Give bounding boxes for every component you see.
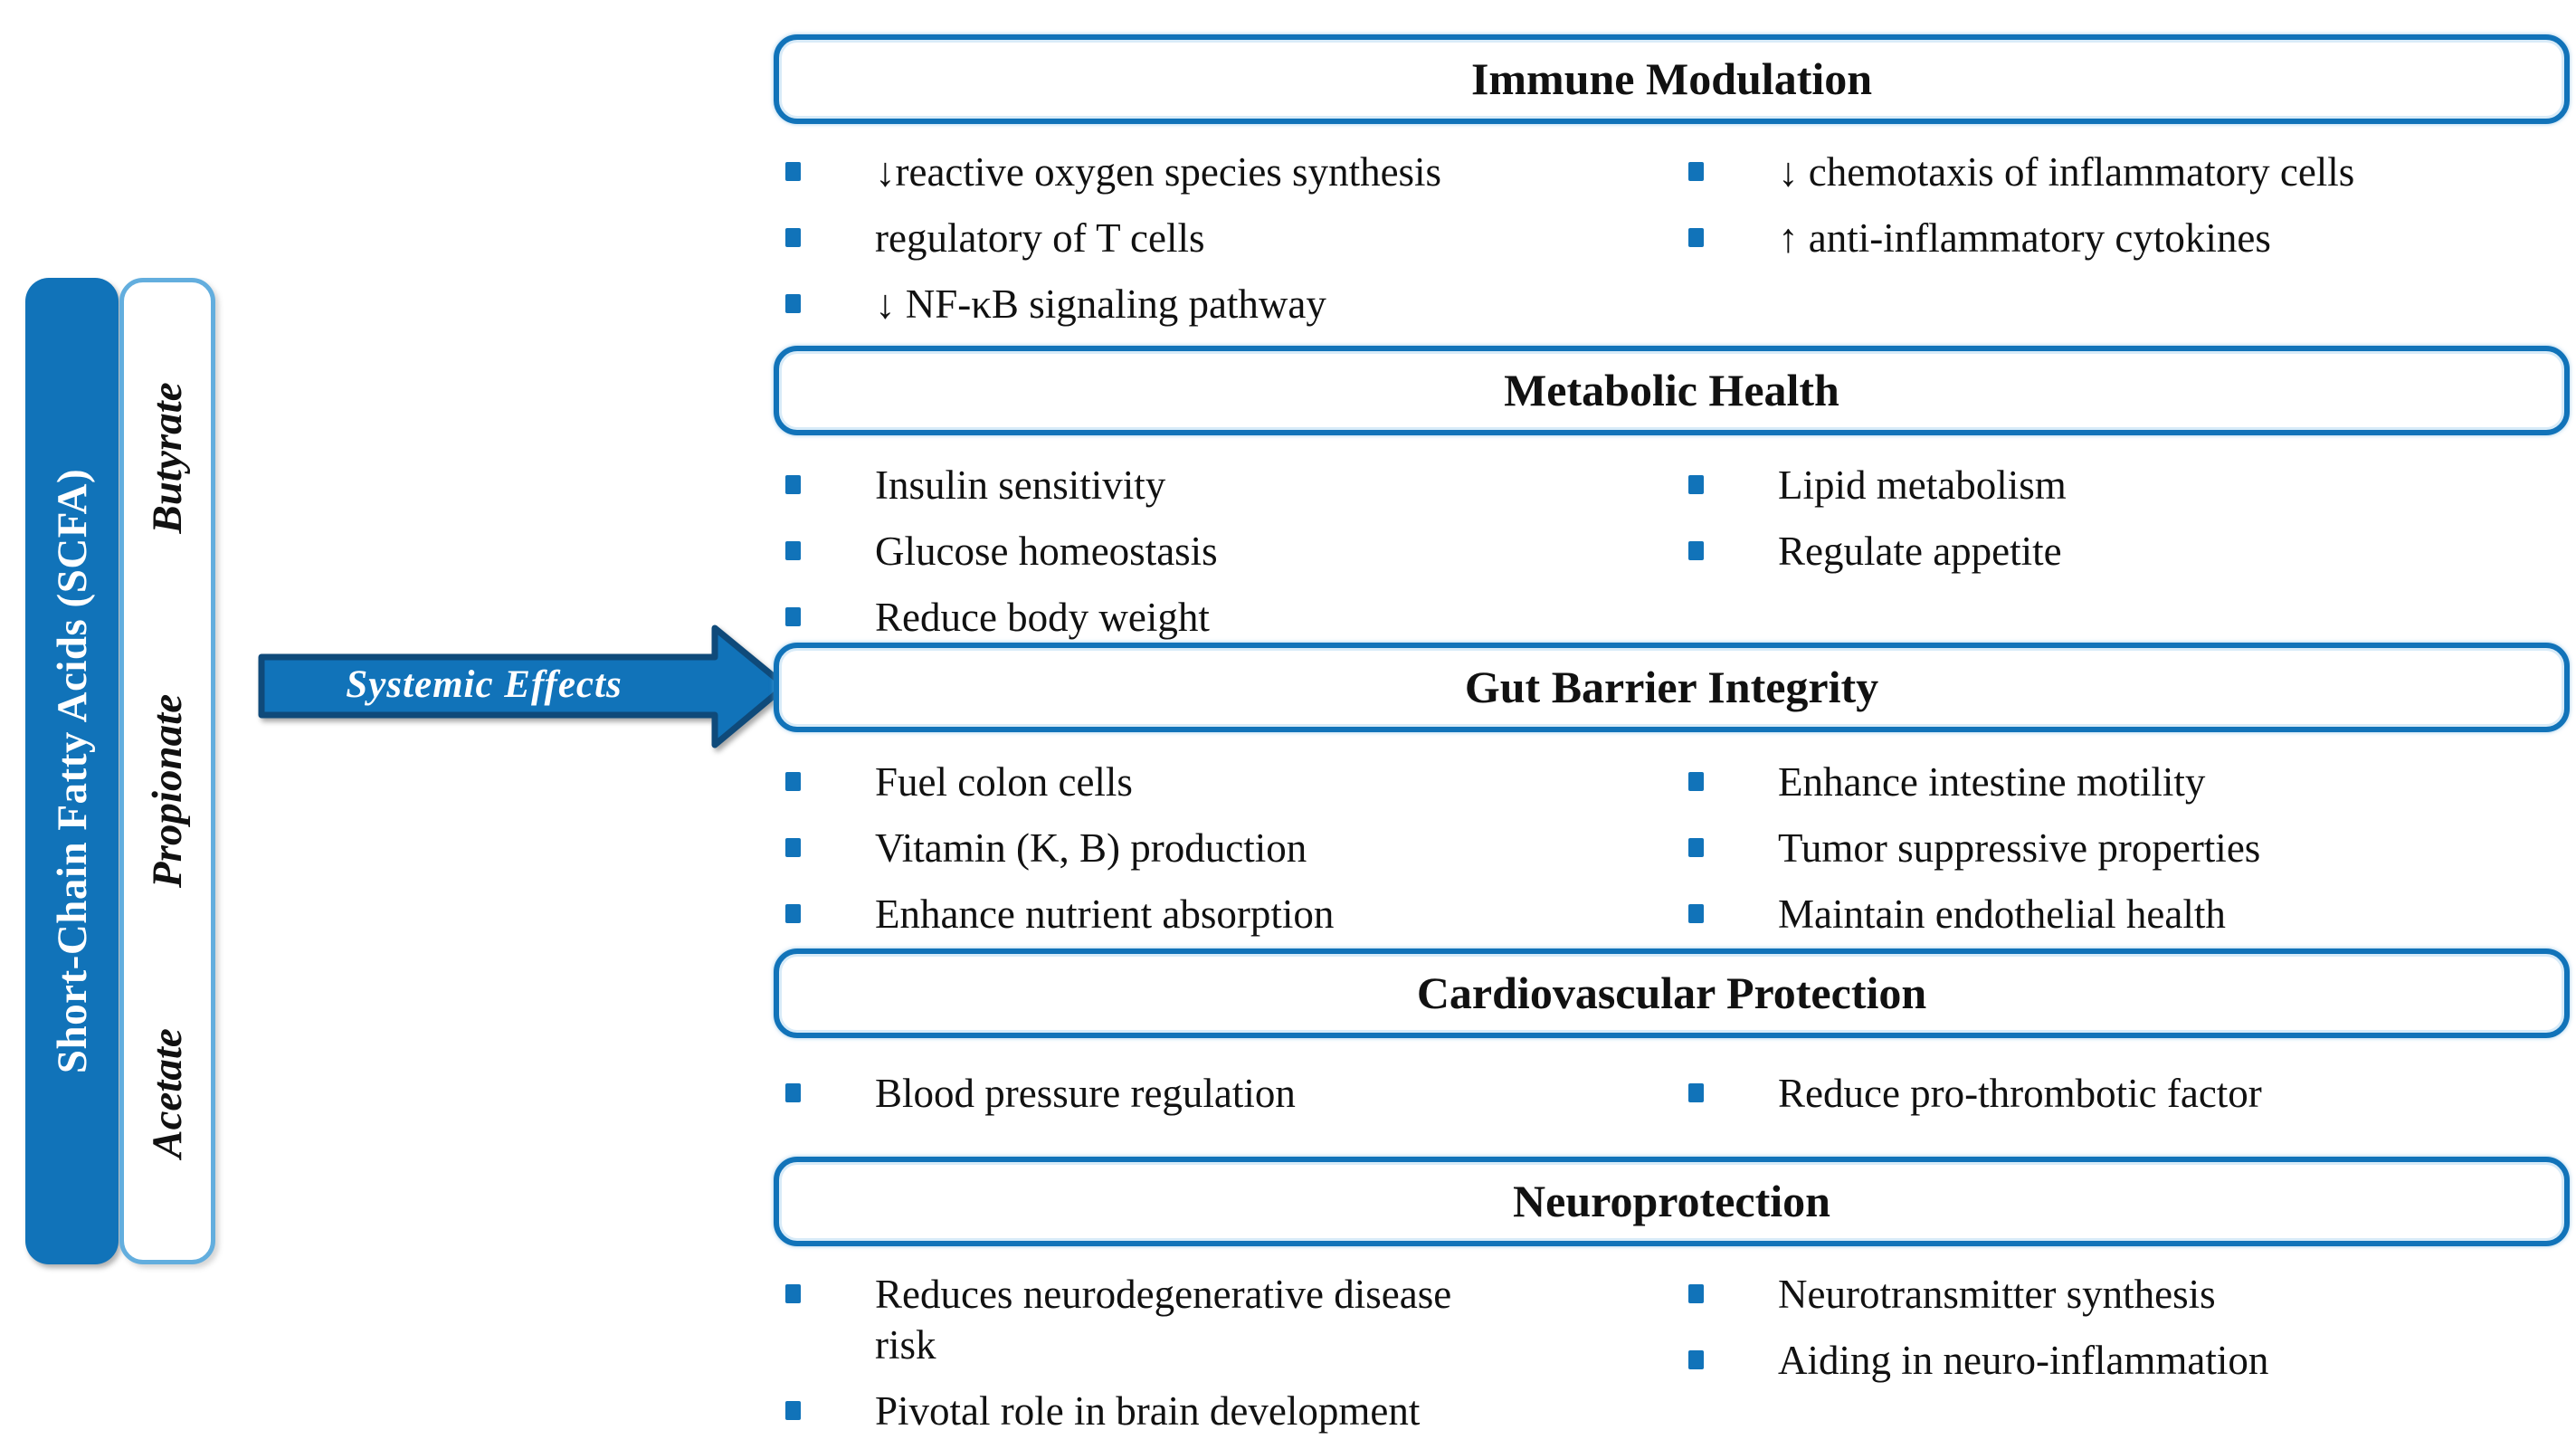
immune-modulation-right-list: ↓ chemotaxis of inflammatory cells ↑ ant…	[1688, 147, 2571, 279]
bullet-square-icon	[1688, 475, 1704, 494]
list-item-text: ↓reactive oxygen species synthesis	[875, 149, 1442, 195]
bullet-square-icon	[1688, 1083, 1704, 1102]
bullet-square-icon	[785, 475, 801, 494]
list-item: Maintain endothelial health	[1688, 889, 2571, 939]
bullet-square-icon	[785, 904, 801, 923]
list-item: Reduce pro-thrombotic factor	[1688, 1068, 2571, 1119]
list-item-text: Regulate appetite	[1778, 529, 2062, 574]
metabolic-health-left-list: Insulin sensitivity Glucose homeostasis …	[785, 460, 1690, 658]
list-item-text: ↓ chemotaxis of inflammatory cells	[1778, 149, 2355, 195]
list-item: Enhance intestine motility	[1688, 757, 2571, 807]
list-item-text: Tumor suppressive properties	[1778, 825, 2261, 871]
list-item: Pivotal role in brain development	[785, 1386, 1690, 1436]
list-item: Blood pressure regulation	[785, 1068, 1690, 1119]
list-item-text: Insulin sensitivity	[875, 462, 1166, 508]
bullet-square-icon	[785, 294, 801, 313]
list-item-text: Enhance nutrient absorption	[875, 891, 1335, 937]
list-item-text: Enhance intestine motility	[1778, 759, 2206, 805]
section-title: Immune Modulation	[1470, 53, 1873, 104]
scfa-bar: Short-Chain Fatty Acids (SCFA)	[25, 278, 119, 1264]
list-item-text: Blood pressure regulation	[875, 1071, 1296, 1116]
bullet-square-icon	[1688, 904, 1704, 923]
list-item: Reduce body weight	[785, 592, 1690, 643]
section-header-metabolic-health: Metabolic Health	[774, 346, 2570, 435]
list-item-text: Vitamin (K, B) production	[875, 825, 1307, 871]
right-arrow-icon	[258, 624, 789, 748]
acid-label-acetate: Acetate	[144, 1028, 191, 1159]
list-item-text: Reduce body weight	[875, 595, 1210, 640]
list-item-text: Lipid metabolism	[1778, 462, 2067, 508]
bullet-square-icon	[1688, 1284, 1704, 1303]
section-title: Metabolic Health	[1504, 365, 1839, 415]
list-item: Regulate appetite	[1688, 526, 2571, 577]
bullet-square-icon	[1688, 1350, 1704, 1369]
list-item-text: regulatory of T cells	[875, 215, 1205, 261]
section-header-neuroprotection: Neuroprotection	[774, 1157, 2570, 1246]
scfa-label: Short-Chain Fatty Acids (SCFA)	[48, 468, 96, 1074]
bullet-square-icon	[785, 607, 801, 626]
list-item: ↓ NF-κB signaling pathway	[785, 279, 1690, 329]
list-item: Reduces neurodegenerative disease risk	[785, 1269, 1690, 1370]
neuroprotection-right-list: Neurotransmitter synthesis Aiding in neu…	[1688, 1269, 2571, 1401]
list-item: Tumor suppressive properties	[1688, 823, 2571, 873]
bullet-square-icon	[785, 1284, 801, 1303]
bullet-square-icon	[785, 772, 801, 791]
list-item: Neurotransmitter synthesis	[1688, 1269, 2571, 1320]
list-item: ↓reactive oxygen species synthesis	[785, 147, 1690, 197]
section-header-cardiovascular-protection: Cardiovascular Protection	[774, 949, 2570, 1038]
list-item: ↑ anti-inflammatory cytokines	[1688, 213, 2571, 263]
list-item-text: Aiding in neuro-inflammation	[1778, 1338, 2269, 1383]
gut-barrier-left-list: Fuel colon cells Vitamin (K, B) producti…	[785, 757, 1690, 955]
list-item: Enhance nutrient absorption	[785, 889, 1690, 939]
section-header-immune-modulation: Immune Modulation	[774, 34, 2570, 124]
list-item-text: Maintain endothelial health	[1778, 891, 2226, 937]
section-title: Neuroprotection	[1513, 1176, 1830, 1226]
bullet-square-icon	[1688, 772, 1704, 791]
bullet-square-icon	[785, 541, 801, 560]
section-title: Gut Barrier Integrity	[1464, 662, 1879, 712]
gut-barrier-right-list: Enhance intestine motility Tumor suppres…	[1688, 757, 2571, 955]
list-item: regulatory of T cells	[785, 213, 1690, 263]
list-item-text: Fuel colon cells	[875, 759, 1133, 805]
list-item: Lipid metabolism	[1688, 460, 2571, 510]
bullet-square-icon	[1688, 541, 1704, 560]
section-title: Cardiovascular Protection	[1416, 968, 1927, 1018]
list-item-text: Neurotransmitter synthesis	[1778, 1272, 2216, 1317]
list-item-text: Glucose homeostasis	[875, 529, 1218, 574]
systemic-effects-label: Systemic Effects	[346, 663, 623, 706]
list-item: Aiding in neuro-inflammation	[1688, 1335, 2571, 1386]
list-item-text: ↓ NF-κB signaling pathway	[875, 281, 1326, 327]
cardiovascular-left-list: Blood pressure regulation	[785, 1068, 1690, 1134]
list-item-text: Reduces neurodegenerative disease risk	[875, 1272, 1452, 1368]
bullet-square-icon	[785, 1401, 801, 1420]
acid-label-propionate: Propionate	[144, 693, 191, 888]
bullet-square-icon	[785, 838, 801, 857]
list-item: Fuel colon cells	[785, 757, 1690, 807]
neuroprotection-left-list: Reduces neurodegenerative disease risk P…	[785, 1269, 1690, 1449]
bullet-square-icon	[1688, 838, 1704, 857]
metabolic-health-right-list: Lipid metabolism Regulate appetite	[1688, 460, 2571, 592]
acids-box: Butyrate Propionate Acetate	[119, 278, 215, 1264]
list-item-text: Reduce pro-thrombotic factor	[1778, 1071, 2262, 1116]
section-header-gut-barrier-integrity: Gut Barrier Integrity	[774, 643, 2570, 732]
acid-label-butyrate: Butyrate	[144, 382, 191, 534]
list-item: ↓ chemotaxis of inflammatory cells	[1688, 147, 2571, 197]
list-item: Glucose homeostasis	[785, 526, 1690, 577]
list-item-text: ↑ anti-inflammatory cytokines	[1778, 215, 2271, 261]
bullet-square-icon	[1688, 228, 1704, 247]
bullet-square-icon	[785, 162, 801, 181]
bullet-square-icon	[785, 1083, 801, 1102]
list-item-text: Pivotal role in brain development	[875, 1388, 1421, 1434]
cardiovascular-right-list: Reduce pro-thrombotic factor	[1688, 1068, 2571, 1134]
immune-modulation-left-list: ↓reactive oxygen species synthesis regul…	[785, 147, 1690, 345]
list-item: Insulin sensitivity	[785, 460, 1690, 510]
list-item: Vitamin (K, B) production	[785, 823, 1690, 873]
bullet-square-icon	[785, 228, 801, 247]
bullet-square-icon	[1688, 162, 1704, 181]
